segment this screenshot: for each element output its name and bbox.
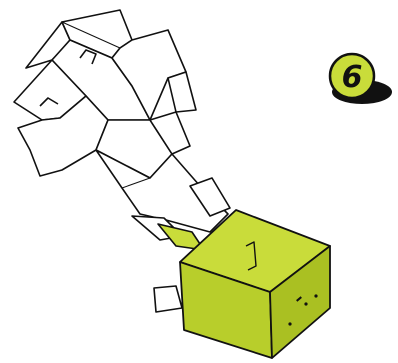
unfolded-head-net [14, 10, 230, 240]
step-badge: 6 [330, 54, 392, 104]
green-box [180, 210, 330, 358]
step-number: 6 [342, 60, 363, 95]
net-right-tab [168, 72, 196, 112]
box-left-tab [154, 286, 182, 312]
